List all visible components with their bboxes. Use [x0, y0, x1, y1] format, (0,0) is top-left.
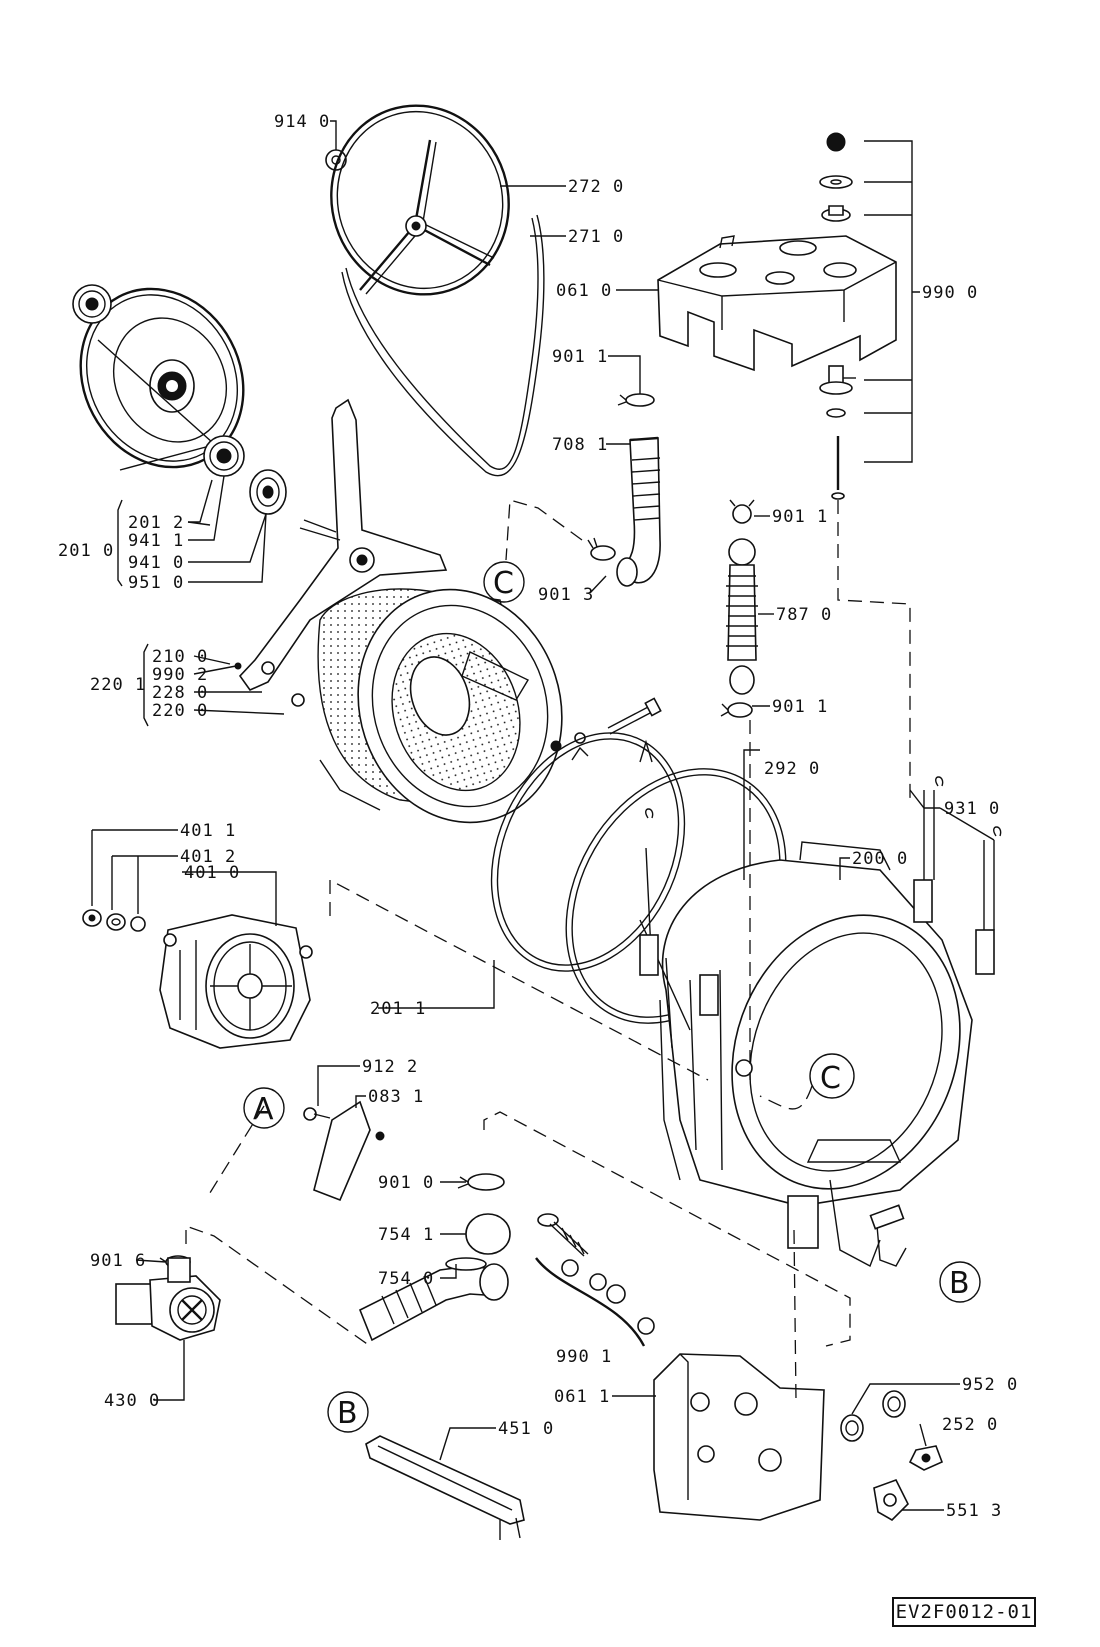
part-951-0-seal [249, 469, 287, 515]
label-430-0: 430 0 [104, 1391, 160, 1411]
label-990-1: 990 1 [556, 1347, 612, 1367]
part-952-0-seals [840, 1390, 906, 1442]
label-201-2: 201 2 [128, 513, 184, 533]
part-990-0-fixing-kit [819, 132, 856, 500]
part-901-3-clamp [587, 537, 616, 561]
label-901-1-upper: 901 1 [552, 347, 608, 367]
label-252-0: 252 0 [942, 1415, 998, 1435]
label-272-0: 272 0 [568, 177, 624, 197]
part-990-1-screw-kit [535, 1213, 655, 1347]
label-912-2: 912 2 [362, 1057, 418, 1077]
callout-b-heater: B [327, 1391, 369, 1433]
label-952-0: 952 0 [962, 1375, 1018, 1395]
svg-text:B: B [337, 1396, 359, 1431]
label-754-1: 754 1 [378, 1225, 434, 1245]
callout-c-tub: C [809, 1053, 855, 1099]
label-787-0: 787 0 [776, 605, 832, 625]
label-220-0: 220 0 [152, 701, 208, 721]
dashed-guide-lines [185, 499, 911, 1401]
part-201-1-ring [490, 732, 686, 972]
label-401-0: 401 0 [184, 863, 240, 883]
label-990-2: 990 2 [152, 665, 208, 685]
label-551-3: 551 3 [946, 1501, 1002, 1521]
label-901-6: 901 6 [90, 1251, 146, 1271]
label-401-2: 401 2 [180, 847, 236, 867]
callout-b-tub: B [939, 1261, 981, 1303]
part-941-1-bearing [203, 435, 245, 477]
part-401-1-grommet [82, 909, 102, 927]
label-951-0: 951 0 [128, 573, 184, 593]
part-708-1-hose [616, 436, 661, 587]
label-201-0: 201 0 [58, 541, 114, 561]
label-061-1: 061 1 [554, 1387, 610, 1407]
label-292-0: 292 0 [764, 759, 820, 779]
label-941-1: 941 1 [128, 531, 184, 551]
label-901-1-mid: 901 1 [772, 507, 828, 527]
label-228-0: 228 0 [152, 683, 208, 703]
part-901-0-clamp [457, 1173, 505, 1191]
part-754-0-hose [358, 1257, 509, 1342]
label-083-1: 083 1 [368, 1087, 424, 1107]
drawing-id: EV2F0012-01 [892, 1597, 1036, 1627]
part-931-0-springs [639, 776, 1002, 1049]
label-901-1-lower: 901 1 [772, 697, 828, 717]
label-754-0: 754 0 [378, 1269, 434, 1289]
part-220-1-drum [317, 588, 563, 824]
callout-a: A [243, 1087, 285, 1129]
part-061-1-counterweight [653, 1353, 825, 1521]
leader-lines [91, 120, 995, 1511]
label-451-0: 451 0 [498, 1419, 554, 1439]
svg-text:A: A [253, 1092, 275, 1127]
label-201-1: 201 1 [370, 999, 426, 1019]
label-990-0: 990 0 [922, 283, 978, 303]
label-931-0: 931 0 [944, 799, 1000, 819]
part-901-1-clamp-lower [720, 702, 753, 718]
part-430-0-drain-pump [115, 1257, 221, 1341]
svg-text:C: C [493, 566, 515, 601]
svg-text:C: C [820, 1061, 842, 1096]
part-912-2-screw [303, 1107, 331, 1121]
part-220-0-drum-spider [234, 398, 448, 707]
part-272-0-pulley [330, 104, 510, 296]
part-401-2-grommet [106, 913, 146, 932]
label-200-0: 200 0 [852, 849, 908, 869]
label-271-0: 271 0 [568, 227, 624, 247]
label-220-1: 220 1 [90, 675, 146, 695]
label-708-1: 708 1 [552, 435, 608, 455]
part-754-1-ball [465, 1213, 511, 1255]
svg-text:B: B [949, 1266, 971, 1301]
part-252-0-nut [908, 1445, 944, 1471]
part-061-0-counterweight [657, 235, 897, 372]
part-271-0-belt [341, 214, 545, 477]
label-401-1: 401 1 [180, 821, 236, 841]
callout-c-left: C [483, 561, 525, 603]
part-220-bolt [550, 697, 662, 752]
part-551-3-sensor [873, 1479, 909, 1521]
part-200-0-tub [659, 841, 973, 1267]
part-787-0-bellows [726, 538, 758, 695]
part-401-0-motor [159, 914, 313, 1049]
part-451-0-heater [365, 1435, 525, 1540]
part-901-1-clamp-mid [729, 499, 755, 524]
label-901-3: 901 3 [538, 585, 594, 605]
part-201-2-bearing-top [72, 284, 112, 324]
label-941-0: 941 0 [128, 553, 184, 573]
label-914-0: 914 0 [274, 112, 330, 132]
label-901-0: 901 0 [378, 1173, 434, 1193]
label-061-0: 061 0 [556, 281, 612, 301]
part-901-1-clamp-upper [617, 393, 655, 407]
label-210-0: 210 0 [152, 647, 208, 667]
